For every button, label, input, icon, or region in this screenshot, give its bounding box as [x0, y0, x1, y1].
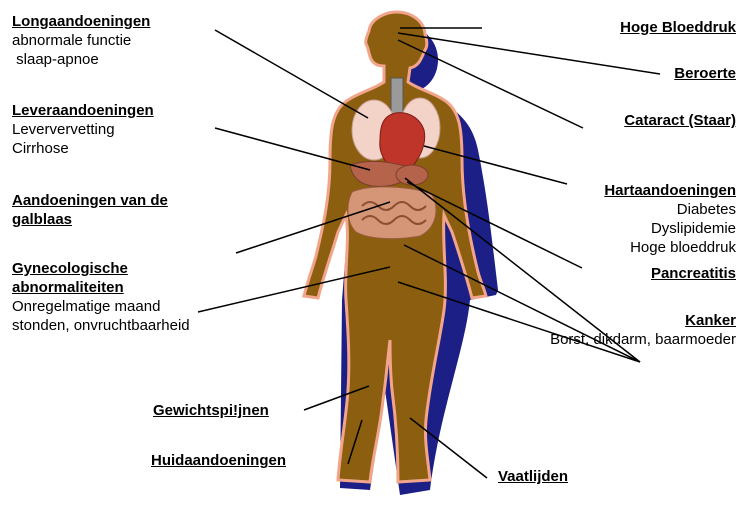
label-longaandoeningen: Longaandoeningen abnormale functie slaap…	[12, 12, 150, 69]
desc: abnormale functie	[12, 31, 150, 50]
label-gewichtspijnen: Gewichtspi!jnen	[153, 401, 269, 420]
label-hoge-bloeddruk: Hoge Bloeddruk	[620, 18, 736, 37]
line-long	[215, 30, 368, 118]
label-pancreatitis: Pancreatitis	[651, 264, 736, 283]
title: Gewichtspi!jnen	[153, 401, 269, 420]
desc: slaap-apnoe	[12, 50, 150, 69]
label-hartaandoeningen: Hartaandoeningen Diabetes Dyslipidemie H…	[604, 181, 736, 257]
label-galblaas: Aandoeningen van de galblaas	[12, 191, 168, 229]
desc: Cirrhose	[12, 139, 154, 158]
label-vaatlijden: Vaatlijden	[498, 467, 568, 486]
title: Kanker	[550, 311, 736, 330]
label-huidaandoeningen: Huidaandoeningen	[151, 451, 286, 470]
title: Aandoeningen van de	[12, 191, 168, 210]
label-cataract: Cataract (Staar)	[624, 111, 736, 130]
desc: Onregelmatige maand	[12, 297, 190, 316]
title: galblaas	[12, 210, 168, 229]
title: Cataract (Staar)	[624, 111, 736, 130]
title: Pancreatitis	[651, 264, 736, 283]
intestines	[348, 187, 436, 239]
title: Beroerte	[674, 64, 736, 83]
label-kanker: Kanker Borst, dikdarm, baarmoeder	[550, 311, 736, 349]
title: Gynecologische	[12, 259, 190, 278]
stomach	[396, 165, 428, 185]
desc: Dyslipidemie	[604, 219, 736, 238]
desc: Leververvetting	[12, 120, 154, 139]
label-beroerte: Beroerte	[674, 64, 736, 83]
desc: Borst, dikdarm, baarmoeder	[550, 330, 736, 349]
desc: stonden, onvruchtbaarheid	[12, 316, 190, 335]
title: Hoge Bloeddruk	[620, 18, 736, 37]
desc: Hoge bloeddruk	[604, 238, 736, 257]
trachea	[391, 78, 403, 118]
title: Longaandoeningen	[12, 12, 150, 31]
desc: Diabetes	[604, 200, 736, 219]
title: abnormaliteiten	[12, 278, 190, 297]
title: Huidaandoeningen	[151, 451, 286, 470]
title: Hartaandoeningen	[604, 181, 736, 200]
label-gynecologische: Gynecologische abnormaliteiten Onregelma…	[12, 259, 190, 335]
title: Leveraandoeningen	[12, 101, 154, 120]
label-leveraandoeningen: Leveraandoeningen Leververvetting Cirrho…	[12, 101, 154, 158]
title: Vaatlijden	[498, 467, 568, 486]
